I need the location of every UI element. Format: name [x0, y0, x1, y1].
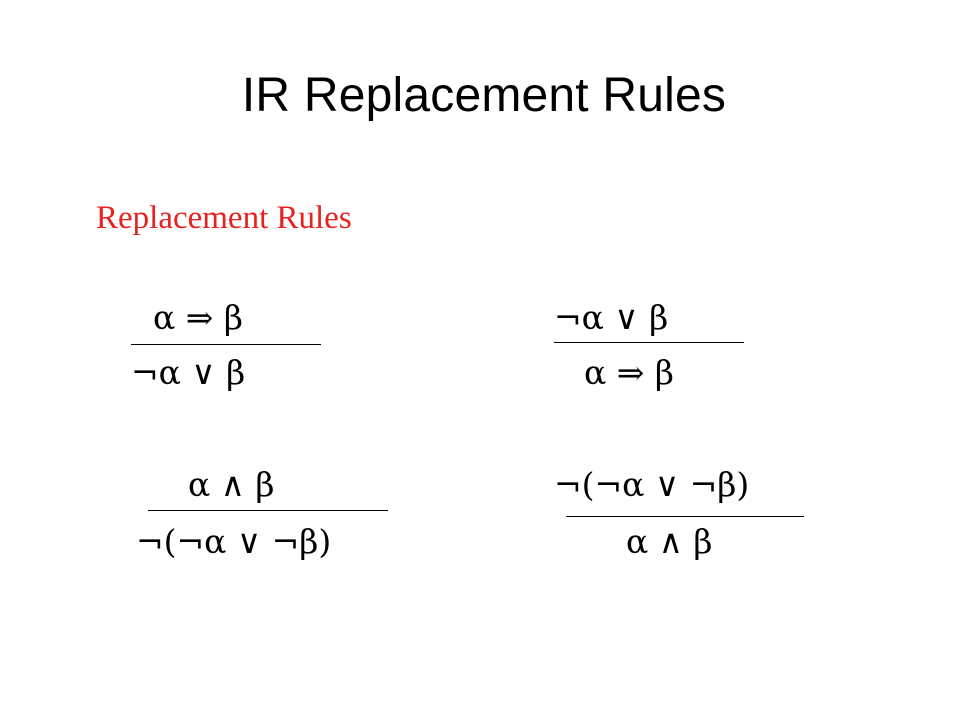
section-heading: Replacement Rules [96, 200, 352, 236]
rule-2-conclusion: α ⇒ β [584, 353, 674, 392]
rule-2-premise: ¬α ∨ β [554, 298, 669, 337]
slide-title: IR Replacement Rules [241, 69, 727, 122]
replacement-rule-2: ¬α ∨ β α ⇒ β [554, 296, 744, 406]
rule-3-conclusion: ¬(¬α ∨ ¬β) [136, 522, 332, 561]
rule-1-divider [131, 344, 321, 345]
rule-3-premise: α ∧ β [188, 465, 275, 504]
replacement-rule-1: α ⇒ β ¬α ∨ β [131, 296, 321, 406]
rule-4-divider [566, 516, 804, 517]
rule-4-conclusion: α ∧ β [626, 522, 713, 561]
replacement-rule-3: α ∧ β ¬(¬α ∨ ¬β) [136, 463, 388, 583]
rule-1-premise: α ⇒ β [153, 298, 243, 337]
rule-2-divider [554, 342, 744, 343]
replacement-rule-4: ¬(¬α ∨ ¬β) α ∧ β [554, 463, 804, 583]
rule-4-premise: ¬(¬α ∨ ¬β) [554, 465, 750, 504]
rule-1-conclusion: ¬α ∨ β [131, 353, 246, 392]
rule-3-divider [148, 510, 388, 511]
